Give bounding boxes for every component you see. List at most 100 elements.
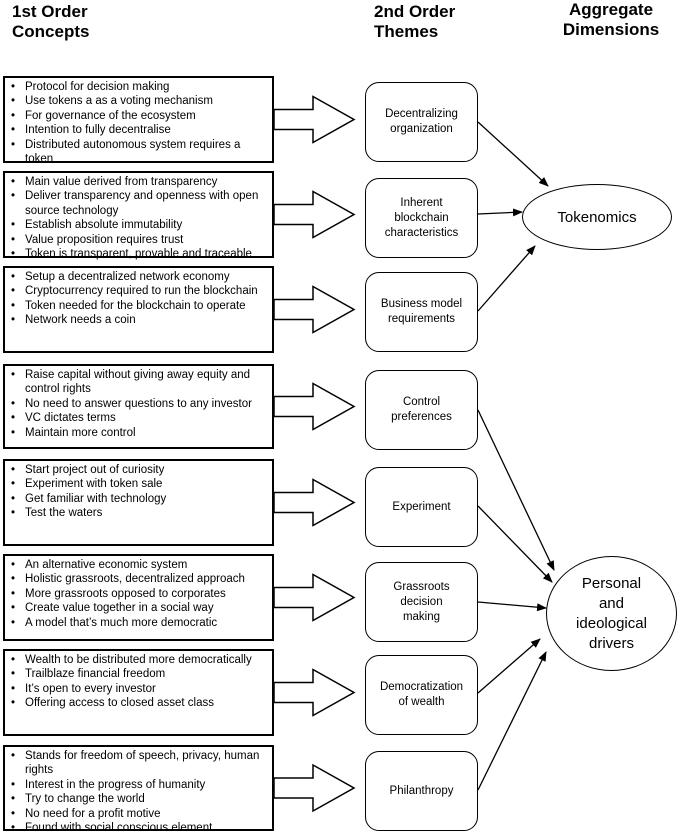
concept-list: Stands for freedom of speech, privacy, h…: [11, 749, 268, 835]
connector-arrow: [477, 409, 555, 571]
theme-label-line: requirements: [387, 313, 456, 325]
concept-box: Stands for freedom of speech, privacy, h…: [3, 745, 274, 835]
concept-list: Wealth to be distributed more democratic…: [11, 653, 268, 711]
block-arrow: [273, 382, 356, 431]
aggregate-label-line: Personal: [581, 574, 642, 592]
concept-item: Trailblaze financial freedom: [11, 667, 268, 682]
header-line: Concepts: [12, 22, 90, 41]
concept-item: Test the waters: [11, 506, 268, 521]
theme-label-line: Decentralizing: [385, 108, 458, 120]
concept-item: A model that’s much more democratic: [11, 616, 268, 631]
header-line: Themes: [374, 22, 439, 41]
concept-item: Protocol for decision making: [11, 80, 268, 95]
aggregate-label-line: drivers: [588, 634, 634, 652]
header-first-order-concepts: 1st Order Concepts: [12, 2, 89, 42]
concept-item: VC dictates terms: [11, 411, 268, 426]
concept-item: An alternative economic system: [11, 558, 268, 573]
concept-item: More grassroots opposed to corporates: [11, 587, 268, 602]
block-arrows: [273, 95, 356, 813]
connector-arrow: [477, 121, 549, 187]
theme-box: Democratization of wealth: [365, 655, 478, 735]
concept-box: Wealth to be distributed more democratic…: [3, 649, 274, 736]
concept-box: Protocol for decision makingUse tokens a…: [3, 76, 274, 165]
concept-item: Deliver transparency and openness with o…: [11, 189, 268, 218]
concept-item: Interest in the progress of humanity: [11, 778, 268, 793]
concept-list: Setup a decentralized network economyCry…: [11, 270, 268, 328]
theme-box: Business model requirements: [365, 272, 478, 352]
concept-list: Raise capital without giving away equity…: [11, 368, 268, 440]
block-arrow: [273, 763, 356, 813]
theme-label-line: decision: [400, 595, 443, 608]
concept-item: Offering access to closed asset class: [11, 696, 268, 711]
concept-item: Cryptocurrency required to run the block…: [11, 284, 268, 299]
concept-item: Main value derived from transparency: [11, 175, 268, 190]
theme-label-line: Control: [402, 396, 441, 408]
concept-item: Raise capital without giving away equity…: [11, 368, 268, 397]
concept-item: Token needed for the blockchain to opera…: [11, 299, 268, 314]
aggregate-tokenomics: Tokenomics: [522, 184, 672, 250]
concept-item: No need to answer questions to any inves…: [11, 397, 268, 412]
theme-box: Decentralizing organization: [365, 82, 478, 162]
concept-item: Establish absolute immutability: [11, 218, 268, 233]
connector-arrow: [477, 505, 553, 583]
connector-arrows: [477, 121, 555, 791]
concept-item: No need for a profit motive: [11, 807, 268, 822]
concept-item: Wealth to be distributed more democratic…: [11, 653, 268, 668]
concept-item: Found with social conscious element: [11, 821, 268, 835]
concept-item: It’s open to every investor: [11, 682, 268, 697]
concept-item: For governance of the ecosystem: [11, 109, 268, 124]
theme-label-line: Philanthropy: [389, 784, 454, 797]
concept-box: Main value derived from transparencyDeli…: [3, 171, 274, 262]
header-line: Dimensions: [562, 20, 660, 39]
aggregate-label-line: and: [598, 594, 624, 612]
theme-label-line: preferences: [391, 411, 452, 423]
concept-item: Try to change the world: [11, 792, 268, 807]
concept-item: Setup a decentralized network economy: [11, 270, 268, 285]
concept-box: Raise capital without giving away equity…: [3, 364, 274, 449]
theme-label-line: Grassroots: [393, 580, 450, 593]
theme-box: Experiment: [365, 467, 478, 547]
concept-item: Distributed autonomous system requires a…: [11, 138, 268, 167]
concept-list: An alternative economic systemHolistic g…: [11, 558, 268, 630]
concept-item: Start project out of curiosity: [11, 463, 268, 478]
theme-label-line: Democratization: [379, 681, 464, 693]
concept-item: Stands for freedom of speech, privacy, h…: [11, 749, 268, 778]
theme-box: Control preferences: [365, 370, 478, 450]
theme-label-line: making: [402, 610, 441, 623]
theme-label-line: of wealth: [398, 696, 445, 708]
connector-arrow: [477, 208, 523, 217]
connector-arrow: [477, 651, 547, 791]
aggregate-personal-ideological-drivers: Personal and ideological drivers: [546, 556, 677, 671]
concept-item: Holistic grassroots, decentralized appro…: [11, 572, 268, 587]
header-second-order-themes: 2nd Order Themes: [374, 2, 455, 42]
concept-box: Setup a decentralized network economyCry…: [3, 266, 274, 353]
concept-item: Create value together in a social way: [11, 601, 268, 616]
theme-label-line: Experiment: [392, 500, 451, 513]
connector-arrow: [477, 245, 536, 312]
theme-box: Grassroots decision making: [365, 562, 478, 642]
aggregate-label-line: ideological: [576, 614, 647, 632]
theme-label-line: Inherent: [400, 196, 443, 209]
concept-item: Token is transparent, provable and trace…: [11, 247, 268, 262]
concept-box: An alternative economic systemHolistic g…: [3, 554, 274, 641]
block-arrow: [273, 95, 356, 144]
concept-item: Use tokens a as a voting mechanism: [11, 94, 268, 109]
concept-item: Maintain more control: [11, 426, 268, 441]
concept-item: Intention to fully decentralise: [11, 123, 268, 138]
block-arrow: [273, 573, 356, 622]
concept-item: Value proposition requires trust: [11, 233, 268, 248]
block-arrow: [273, 668, 356, 717]
header-line: Aggregate: [568, 0, 654, 19]
theme-label-line: organization: [390, 123, 453, 135]
concept-item: Network needs a coin: [11, 313, 268, 328]
header-line: 1st Order: [12, 2, 88, 21]
connector-arrow: [477, 638, 541, 694]
theme-label-line: Business model: [380, 298, 463, 310]
concept-item: Get familiar with technology: [11, 492, 268, 507]
block-arrow: [273, 285, 356, 334]
concept-list: Start project out of curiosityExperiment…: [11, 463, 268, 521]
header-line: 2nd Order: [374, 2, 456, 21]
theme-label-line: characteristics: [384, 226, 459, 239]
